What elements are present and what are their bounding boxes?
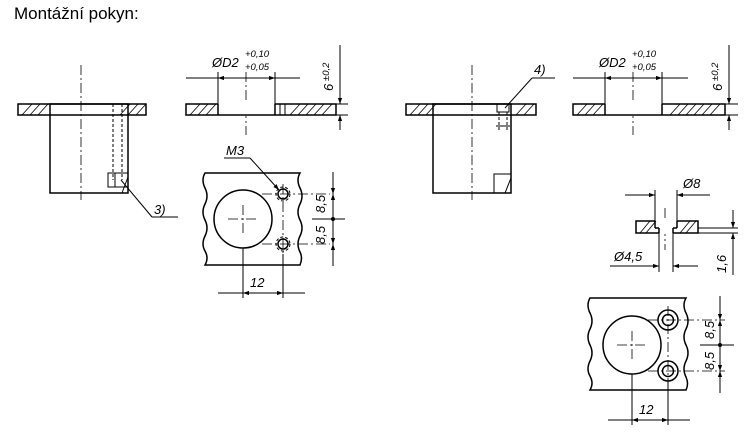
callout-4: 4) [504,62,555,109]
dim-12-right: 12 [639,402,654,417]
view-hole-pattern-m3 [202,157,345,298]
dim-12-left: 12 [250,275,265,290]
dim-d2-right: ØD2 [598,55,627,70]
dim-depth-right: 6 ±0,2 [710,62,725,91]
dim-d2-left: ØD2 [211,55,240,70]
tol-upper-right: +0,10 [632,49,657,60]
svg-text:6: 6 [321,83,336,91]
tol-upper-left: +0,10 [245,49,270,60]
callout-3-label: 3) [154,202,166,217]
label-m3: M3 [226,143,245,158]
dim-dia-8: Ø8 [682,176,701,191]
page-title: Montážní pokyn: [14,4,139,23]
tol-lower-right: +0,05 [632,62,657,73]
view-hole-pattern-counterbore [587,296,734,425]
dim-spacing-lower-right: 8,5 [702,351,717,370]
dim-spacing-lower-left: 8,5 [313,225,328,244]
dim-depth-1-6: 1,6 [714,254,729,273]
svg-text:6: 6 [710,83,725,91]
dim-spacing-upper-right: 8,5 [702,320,717,339]
svg-text:±0,2: ±0,2 [321,62,332,81]
view-bore-section-right [572,45,738,135]
dim-depth-left: 6 ±0,2 [321,62,336,91]
svg-text:±0,2: ±0,2 [710,62,721,81]
dim-dia-4-5: Ø4,5 [613,249,643,264]
dim-spacing-upper-left: 8,5 [313,194,328,213]
view-counterbore-section [610,190,738,275]
tol-lower-left: +0,05 [245,62,270,73]
view-pin-assembly-right [405,65,537,200]
callout-3: 3) [120,179,178,218]
view-pin-assembly [17,65,147,200]
callout-4-label: 4) [534,62,546,77]
view-bore-section [185,45,348,135]
